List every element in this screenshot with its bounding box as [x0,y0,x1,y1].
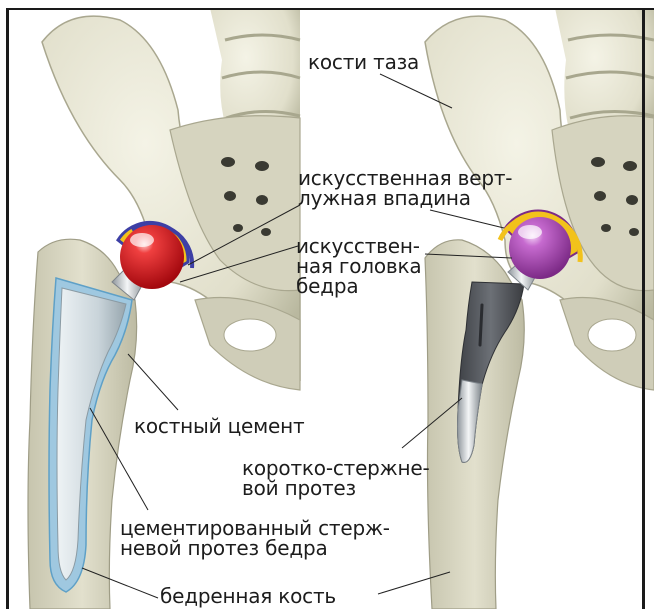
cement-label: костный цемент [134,416,304,436]
femur-label: бедренная кость [160,586,336,606]
cemented-stem-label: цементированный стерж- невой протез бедр… [120,518,390,558]
right-panel-art [425,8,654,609]
head-label: искусствен- ная головка бедра [296,236,421,296]
cemented-stem-label-line-2: невой протез бедра [120,538,390,558]
left-femoral-head [120,225,184,289]
leader-cup-right [430,210,504,228]
cup-label: искусственная верт- лужная впадина [298,168,512,208]
cup-label-line-1: искусственная верт- [298,168,512,188]
pelvis-label: кости таза [304,52,423,72]
head-label-line-3: бедра [296,276,421,296]
left-frame-line [6,8,9,609]
head-label-line-1: искусствен- [296,236,421,256]
right-femoral-head [509,217,571,279]
cemented-stem-label-line-1: цементированный стерж- [120,518,390,538]
head-label-line-2: ная головка [296,256,421,276]
short-stem-label: коротко-стержне- вой протез [242,458,430,498]
leader-cement [128,354,178,410]
short-stem-label-line-2: вой протез [242,478,430,498]
top-frame-line [6,8,654,10]
short-stem-label-line-1: коротко-стержне- [242,458,430,478]
cup-label-line-2: лужная впадина [298,188,512,208]
right-frame-line [642,8,645,609]
